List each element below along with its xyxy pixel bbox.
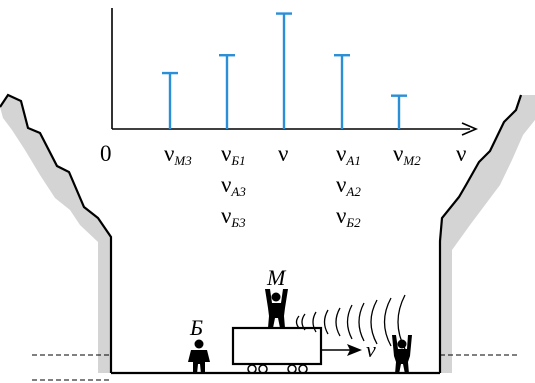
spectrum-line-3: [276, 12, 292, 129]
source-m-label: М: [266, 265, 287, 290]
spectrum-bars: [162, 12, 407, 129]
x-axis-arrow: [461, 122, 479, 136]
frequency-label: ν: [278, 141, 288, 166]
sound-wave-icon: [295, 294, 406, 350]
train-car: [231, 326, 323, 366]
velocity-arrow-icon: [321, 344, 362, 356]
frequency-labels: νМ3 νБ1 νА3 νБ3 ν νА1 νА2 νБ2 νМ2: [164, 141, 421, 230]
spectrum-line-5: [391, 94, 407, 129]
observer-a-figure-icon: [392, 335, 412, 374]
observer-b-label: Б: [189, 315, 203, 340]
x-axis-label: ν: [456, 141, 466, 166]
spectrum-line-1: [162, 71, 178, 129]
frequency-label: νА2: [336, 172, 361, 199]
origin-label: 0: [100, 141, 112, 166]
frequency-label: νМ3: [164, 141, 192, 168]
train-wheels: [247, 364, 308, 374]
right-wall: [438, 94, 535, 373]
spectrum-line-4: [334, 54, 350, 129]
velocity-label: v: [366, 337, 376, 362]
observer-b-figure-icon: [188, 339, 210, 374]
frequency-label: νБ3: [221, 203, 246, 230]
left-wall: [0, 93, 113, 373]
spectrum-chart: 0 ν νМ3 νБ1 νА3 νБ3 ν νА1 νА2 νБ2 νМ2: [100, 8, 479, 230]
source-m-figure-icon: [265, 289, 288, 328]
frequency-label: νМ2: [393, 141, 421, 168]
frequency-label: νБ1: [221, 141, 246, 168]
frequency-label: νА1: [336, 141, 361, 168]
frequency-label: νБ2: [336, 203, 361, 230]
frequency-label: νА3: [221, 172, 246, 199]
spectrum-line-2: [219, 54, 235, 129]
